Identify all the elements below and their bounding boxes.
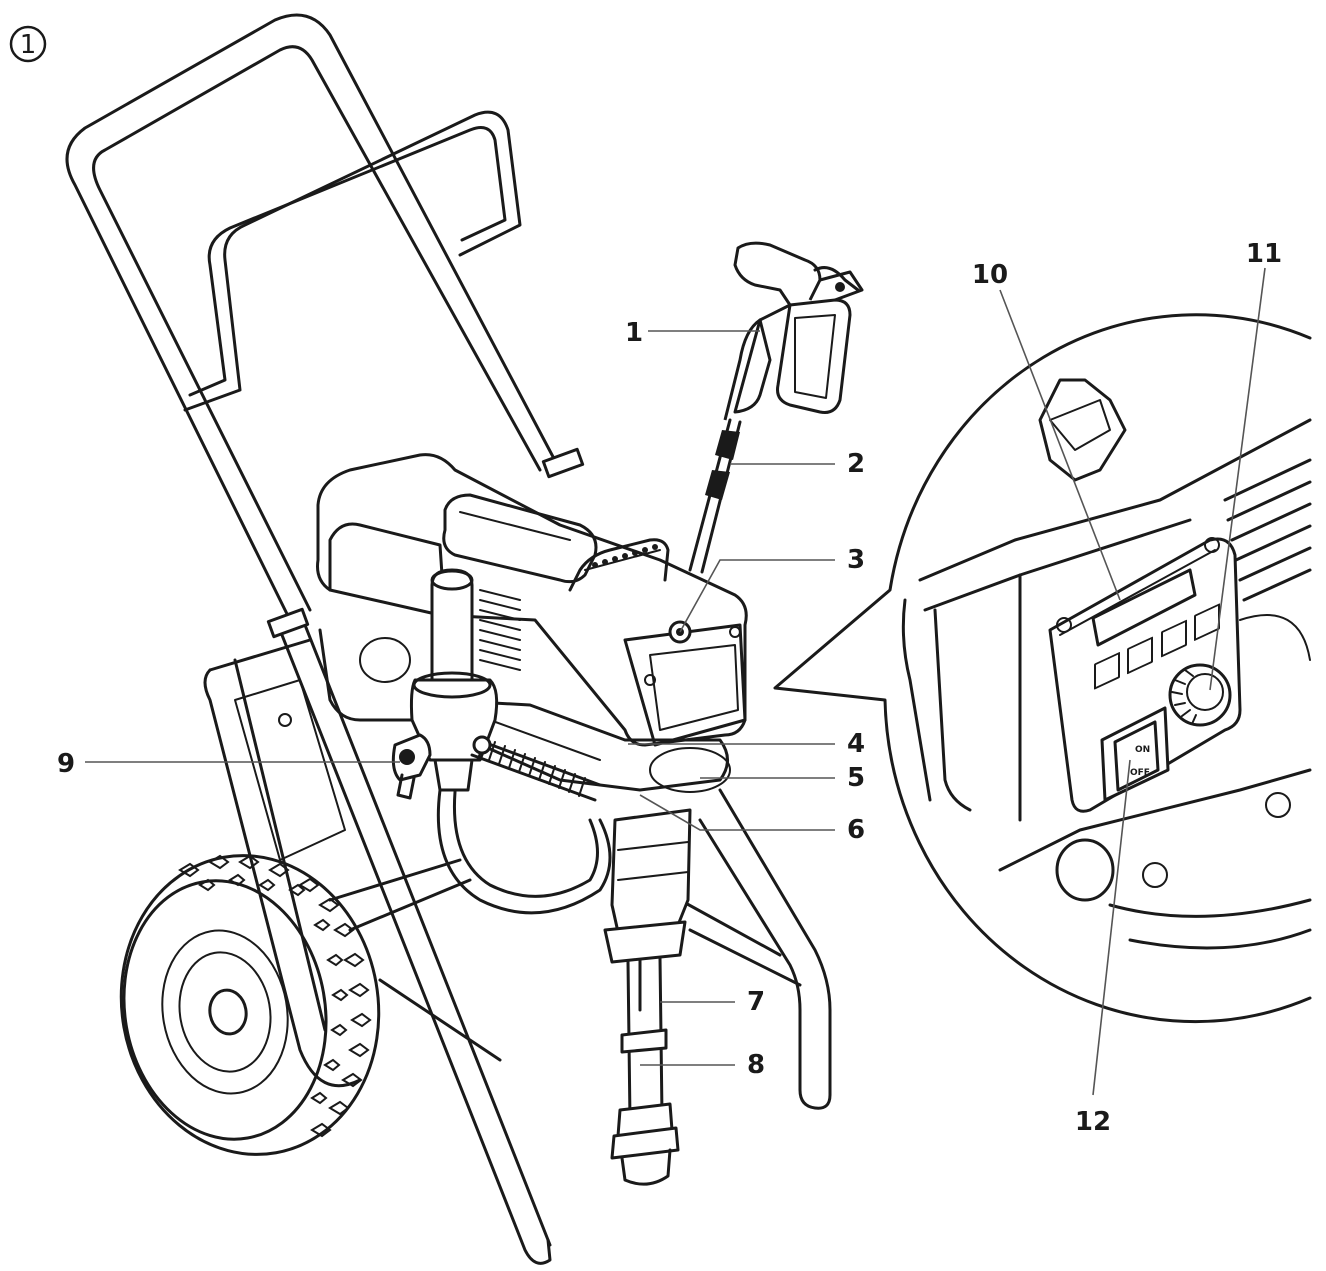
cart-wheel [119,854,381,1156]
callout-9: 9 [57,749,75,779]
display-screen [1091,568,1197,647]
callout-8: 8 [747,1050,765,1080]
hose-spring-guard [470,735,602,802]
cart-frame [65,13,832,1265]
figure-number-badge: 1 [9,25,47,63]
switch-off-label: OFF [1130,768,1150,778]
callout-12: 12 [1075,1107,1111,1137]
wheel-tread [178,854,372,1138]
callout-10: 10 [972,260,1008,290]
power-switch: ON OFF [1100,706,1170,802]
pump-lower [603,808,692,1186]
callout-4: 4 [847,729,865,759]
callout-5: 5 [847,763,865,793]
callout-11: 11 [1246,239,1282,269]
spray-hose [688,418,742,574]
callout-1: 1 [625,318,643,348]
callout-6: 6 [847,815,865,845]
return-hose [436,788,642,1012]
prime-valve [391,733,432,800]
detail-magnifier: ON OFF [773,313,1312,1024]
motor-vents [479,589,521,671]
detail-vents [1223,458,1312,602]
callouts: 1 2 3 4 5 6 7 8 9 10 11 12 [57,239,1282,1137]
spray-gun [723,241,864,421]
handle-grip-dots [592,544,658,568]
pressure-dial-icon [1168,663,1232,727]
callout-2: 2 [847,449,865,479]
callout-7: 7 [747,987,765,1017]
callout-3: 3 [847,545,865,575]
switch-on-label: ON [1135,745,1150,755]
motor-housing [316,453,748,793]
figure-number: 1 [20,30,37,60]
leader-lines [85,267,1266,1096]
